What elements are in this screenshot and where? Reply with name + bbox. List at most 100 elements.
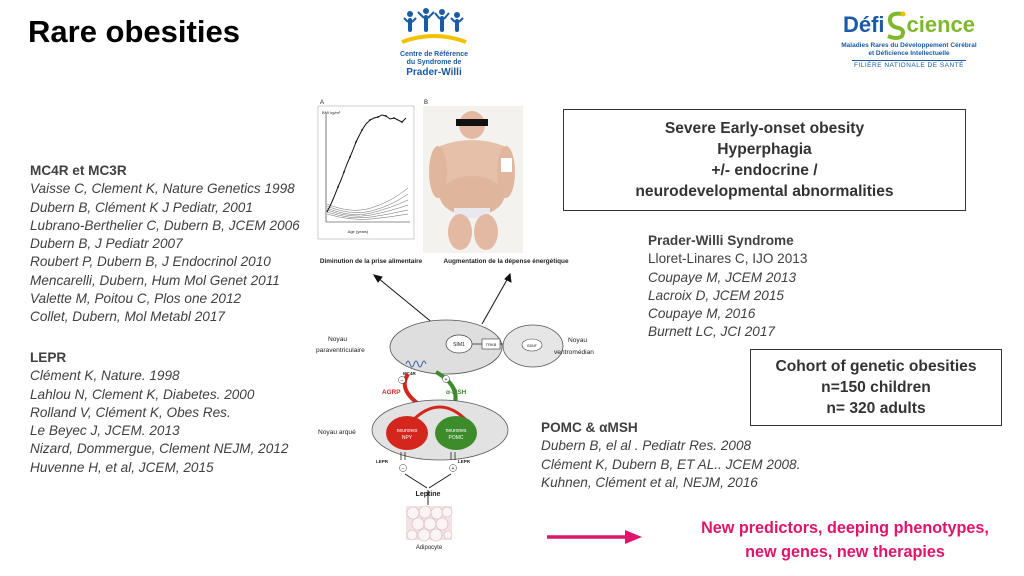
logo-right-sub1: Maladies Rares du Développement Cérébral xyxy=(841,42,977,49)
lepr-ref: Le Beyec J, JCEM. 2013 xyxy=(30,423,180,439)
pws-ref: Lloret-Linares C, IJO 2013 xyxy=(648,251,808,267)
pws-ref: Lacroix D, JCEM 2015 xyxy=(648,287,784,303)
cohort-box: Cohort of genetic obesities n=150 childr… xyxy=(750,349,1002,426)
logo-left-line2: du Syndrome de xyxy=(406,59,462,66)
mc4r-ref: Mencarelli, Dubern, Hum Mol Genet 2011 xyxy=(30,272,280,288)
trkb-label: TRKB xyxy=(486,342,497,347)
pws-ref: Burnett LC, JCI 2017 xyxy=(648,324,775,340)
mc4r-receptor xyxy=(405,360,427,368)
pomc-neurons xyxy=(435,416,477,450)
caption-energy-expenditure: Augmentation de la dépense énergétique xyxy=(444,258,569,265)
arcuate-label: Noyau arqué xyxy=(318,429,356,436)
npy-minus-sign xyxy=(399,464,407,472)
lepr-label-right: LEPR xyxy=(458,459,471,464)
phenotype-line: Severe Early-onset obesity xyxy=(664,120,865,137)
logo-right-sub2: et Déficience Intellectuelle xyxy=(868,50,950,57)
figures-icon xyxy=(401,8,467,44)
logo-right-sub3: FILIÈRE NATIONALE DE SANTÉ xyxy=(853,62,965,69)
mc4r-ref: Dubern B, Clément K J Pediatr, 2001 xyxy=(30,199,253,215)
mc4r-ref: Valette M, Poitou C, Plos one 2012 xyxy=(30,291,242,307)
phenotype-box: Severe Early-onset obesity Hyperphagia +… xyxy=(563,109,966,211)
bdnf-label: BDNF xyxy=(527,344,537,348)
pvn-label-2: paraventriculaire xyxy=(316,347,365,354)
eye-mask xyxy=(456,119,488,126)
mc4r-ref: Dubern B, J Pediatr 2007 xyxy=(30,236,183,252)
pomc-ref: Kuhnen, Clément et al, NEJM, 2016 xyxy=(541,474,758,490)
pvn-label-1: Noyau xyxy=(328,336,347,343)
phenotype-line: +/- endocrine / xyxy=(711,162,818,179)
patient-photo xyxy=(423,106,523,253)
npy-label-2: NPY xyxy=(402,435,413,441)
pvn-nucleus xyxy=(389,319,503,375)
pws-ref: Coupaye M, JCEM 2013 xyxy=(648,269,797,285)
page-title: Rare obesities xyxy=(28,14,240,49)
age-axis-label: Age (years) xyxy=(348,229,369,234)
logo-left-line1: Centre de Référence xyxy=(399,51,469,58)
panel-b-label: B xyxy=(424,100,428,106)
npy-minus-text: − xyxy=(402,466,405,472)
bmi-data-points xyxy=(337,115,403,188)
pws-heading: Prader-Willi Syndrome xyxy=(648,233,794,248)
pomc-ref: Dubern B, el al . Pediatr Res. 2008 xyxy=(541,438,752,454)
pomc-plus-sign xyxy=(449,464,457,472)
leptine-label: Leptine xyxy=(416,491,441,498)
hypothalamus-diagram: A BMI kg/m² Age (years) B Diminution de … xyxy=(316,100,594,551)
lepr-ref: Lahlou N, Clement K, Diabetes. 2000 xyxy=(30,386,255,402)
panel-a-label: A xyxy=(320,100,324,106)
bmi-reference-curves xyxy=(326,187,409,220)
amsh-plus-text: + xyxy=(445,377,448,383)
logo-brand-a: Défi xyxy=(842,12,885,37)
caption-food-intake: Diminution de la prise alimentaire xyxy=(320,258,423,265)
cohort-line: n= 320 adults xyxy=(826,400,926,417)
lepr-ref: Clément K, Nature. 1998 xyxy=(30,368,180,384)
mc4r-ref: Collet, Dubern, Mol Metabl 2017 xyxy=(30,309,225,325)
lepr-references: LEPR Clément K, Nature. 1998 Lahlou N, C… xyxy=(30,349,320,477)
lepr-ref: Nizard, Dommergue, Clement NEJM, 2012 xyxy=(30,441,289,457)
pomc-label-2: POMC xyxy=(449,435,464,441)
pomc-label-1: neurones xyxy=(446,428,467,434)
bdnf-node xyxy=(521,338,543,352)
pws-references: Prader-Willi Syndrome Lloret-Linares C, … xyxy=(648,232,868,342)
agrp-minus-sign xyxy=(398,376,406,384)
amsh-plus-sign xyxy=(442,375,450,383)
prader-willi-logo: Centre de Référence du Syndrome de Prade… xyxy=(396,6,472,78)
leptin-arrows xyxy=(404,473,452,505)
amsh-label: α-MSH xyxy=(446,389,467,396)
lepr-label-left: LEPR xyxy=(376,459,389,464)
right-arrow-icon xyxy=(547,530,642,544)
pomc-heading: POMC & αMSH xyxy=(541,420,638,435)
defiscience-logo: Défi cience Maladies Rares du Développem… xyxy=(834,8,984,78)
mc4r-label: MC4R xyxy=(403,371,417,376)
pomc-references: POMC & αMSH Dubern B, el al . Pediatr Re… xyxy=(541,419,831,492)
lepr-receptors xyxy=(400,452,456,460)
phenotype-line: neurodevelopmental abnormalities xyxy=(635,183,894,200)
cohort-line: Cohort of genetic obesities xyxy=(775,358,977,375)
lepr-ref: Rolland V, Clément K, Obes Res. xyxy=(30,404,231,420)
predictors-line: New predictors, deeping phenotypes, xyxy=(701,519,989,537)
predictors-line: new genes, new therapies xyxy=(745,543,945,561)
vmh-label-1: Noyau xyxy=(568,337,587,344)
agrp-minus-text: − xyxy=(401,378,404,384)
adipocyte-label: Adipocyte xyxy=(416,545,443,551)
npy-label-1: neurones xyxy=(397,428,418,434)
pomc-ref: Clément K, Dubern B, ET AL.. JCEM 2008. xyxy=(541,456,801,472)
pomc-plus-text: + xyxy=(452,466,455,472)
logo-brand-b: cience xyxy=(906,12,976,37)
mc4r-ref: Lubrano-Berthelier C, Dubern B, JCEM 200… xyxy=(30,217,300,233)
mc4r-ref: Roubert P, Dubern B, J Endocrinol 2010 xyxy=(30,254,271,270)
phenotype-line: Hyperphagia xyxy=(717,141,812,158)
s-swirl-icon xyxy=(886,11,906,40)
pws-ref: Coupaye M, 2016 xyxy=(648,306,756,322)
vmh-label-2: ventromédian xyxy=(554,349,594,356)
bmi-axis-label: BMI kg/m² xyxy=(322,110,341,115)
bmi-chart-frame xyxy=(317,105,415,240)
lepr-heading: LEPR xyxy=(30,350,67,365)
upward-arrows xyxy=(372,272,512,325)
agrp-label: AGRP xyxy=(382,389,401,396)
lepr-ref: Huvenne H, et al, JCEM, 2015 xyxy=(30,459,214,475)
mc4r-heading: MC4R et MC3R xyxy=(30,163,127,178)
npy-neurons xyxy=(386,416,428,450)
mc4r-ref: Vaisse C, Clement K, Nature Genetics 199… xyxy=(30,181,295,197)
cohort-line: n=150 children xyxy=(821,379,931,396)
predictors-text: New predictors, deeping phenotypes, new … xyxy=(670,516,1020,564)
